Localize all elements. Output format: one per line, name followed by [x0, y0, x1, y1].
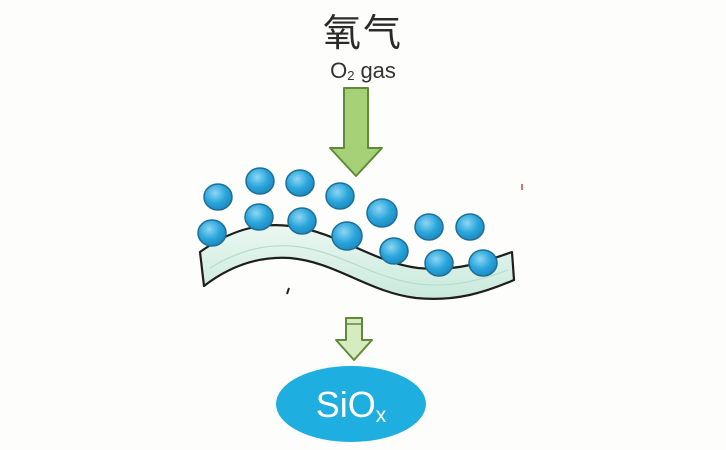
oxygen-molecule	[366, 198, 398, 228]
oxygen-molecule	[197, 219, 227, 247]
oxygen-title-english: O2 gas	[0, 58, 726, 84]
oxygen-molecule	[414, 213, 444, 241]
oxygen-molecule	[287, 207, 317, 235]
oxygen-molecule	[244, 203, 274, 231]
oxygen-molecule	[285, 169, 315, 197]
product-ellipse	[276, 366, 426, 442]
oxygen-molecule	[468, 249, 498, 277]
oxygen-molecule	[325, 182, 355, 210]
oxygen-molecule	[331, 221, 363, 251]
down-arrow-icon	[335, 317, 373, 361]
product-base: SiO	[315, 384, 376, 425]
oxygen-molecule	[245, 167, 275, 195]
speck-marks	[286, 184, 523, 295]
product-label: SiOx	[276, 384, 426, 428]
oxygen-molecule	[455, 213, 485, 241]
oxygen-symbol: O	[330, 58, 348, 83]
oxygen-molecule	[203, 183, 233, 211]
oxygen-molecule	[379, 237, 409, 265]
oxygen-molecule	[424, 249, 454, 277]
product-subscript: x	[375, 404, 387, 427]
oxygen-subscript: 2	[347, 68, 355, 83]
oxygen-gas-word: gas	[360, 58, 396, 83]
down-arrow-icon	[329, 87, 383, 177]
oxygen-title-chinese: 氧气	[322, 11, 403, 55]
oxygen-molecules	[197, 167, 498, 277]
